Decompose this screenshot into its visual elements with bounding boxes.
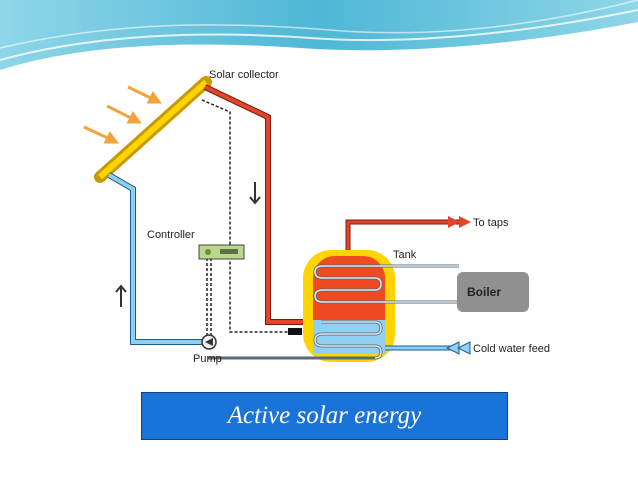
solar-heating-diagram: Solar collector Controller Pump To taps … [75, 62, 585, 372]
tank-sensor [288, 328, 302, 335]
to-taps-label: To taps [473, 217, 509, 229]
cold-return-pipe [107, 172, 208, 345]
cold-water-feed-label: Cold water feed [473, 343, 550, 355]
boiler-box [457, 272, 529, 312]
caption-title: Active solar energy [227, 402, 422, 429]
controller-label: Controller [147, 229, 195, 241]
solar-collector [94, 76, 212, 183]
flow-arrow-up-icon [115, 284, 127, 307]
solar-collector-label: Solar collector [209, 69, 279, 81]
sun-rays-icon [83, 85, 162, 144]
boiler-label: Boiler [467, 285, 501, 299]
sensor-wire [201, 99, 288, 333]
header-wave-decoration [0, 0, 638, 70]
pump-label: Pump [193, 353, 222, 365]
to-taps-arrow-icon [459, 216, 471, 228]
flow-arrow-down-icon [249, 182, 261, 205]
tank-label: Tank [393, 249, 417, 261]
controller [198, 244, 245, 260]
caption-box: Active solar energy [141, 392, 508, 440]
pump-icon [201, 334, 217, 350]
